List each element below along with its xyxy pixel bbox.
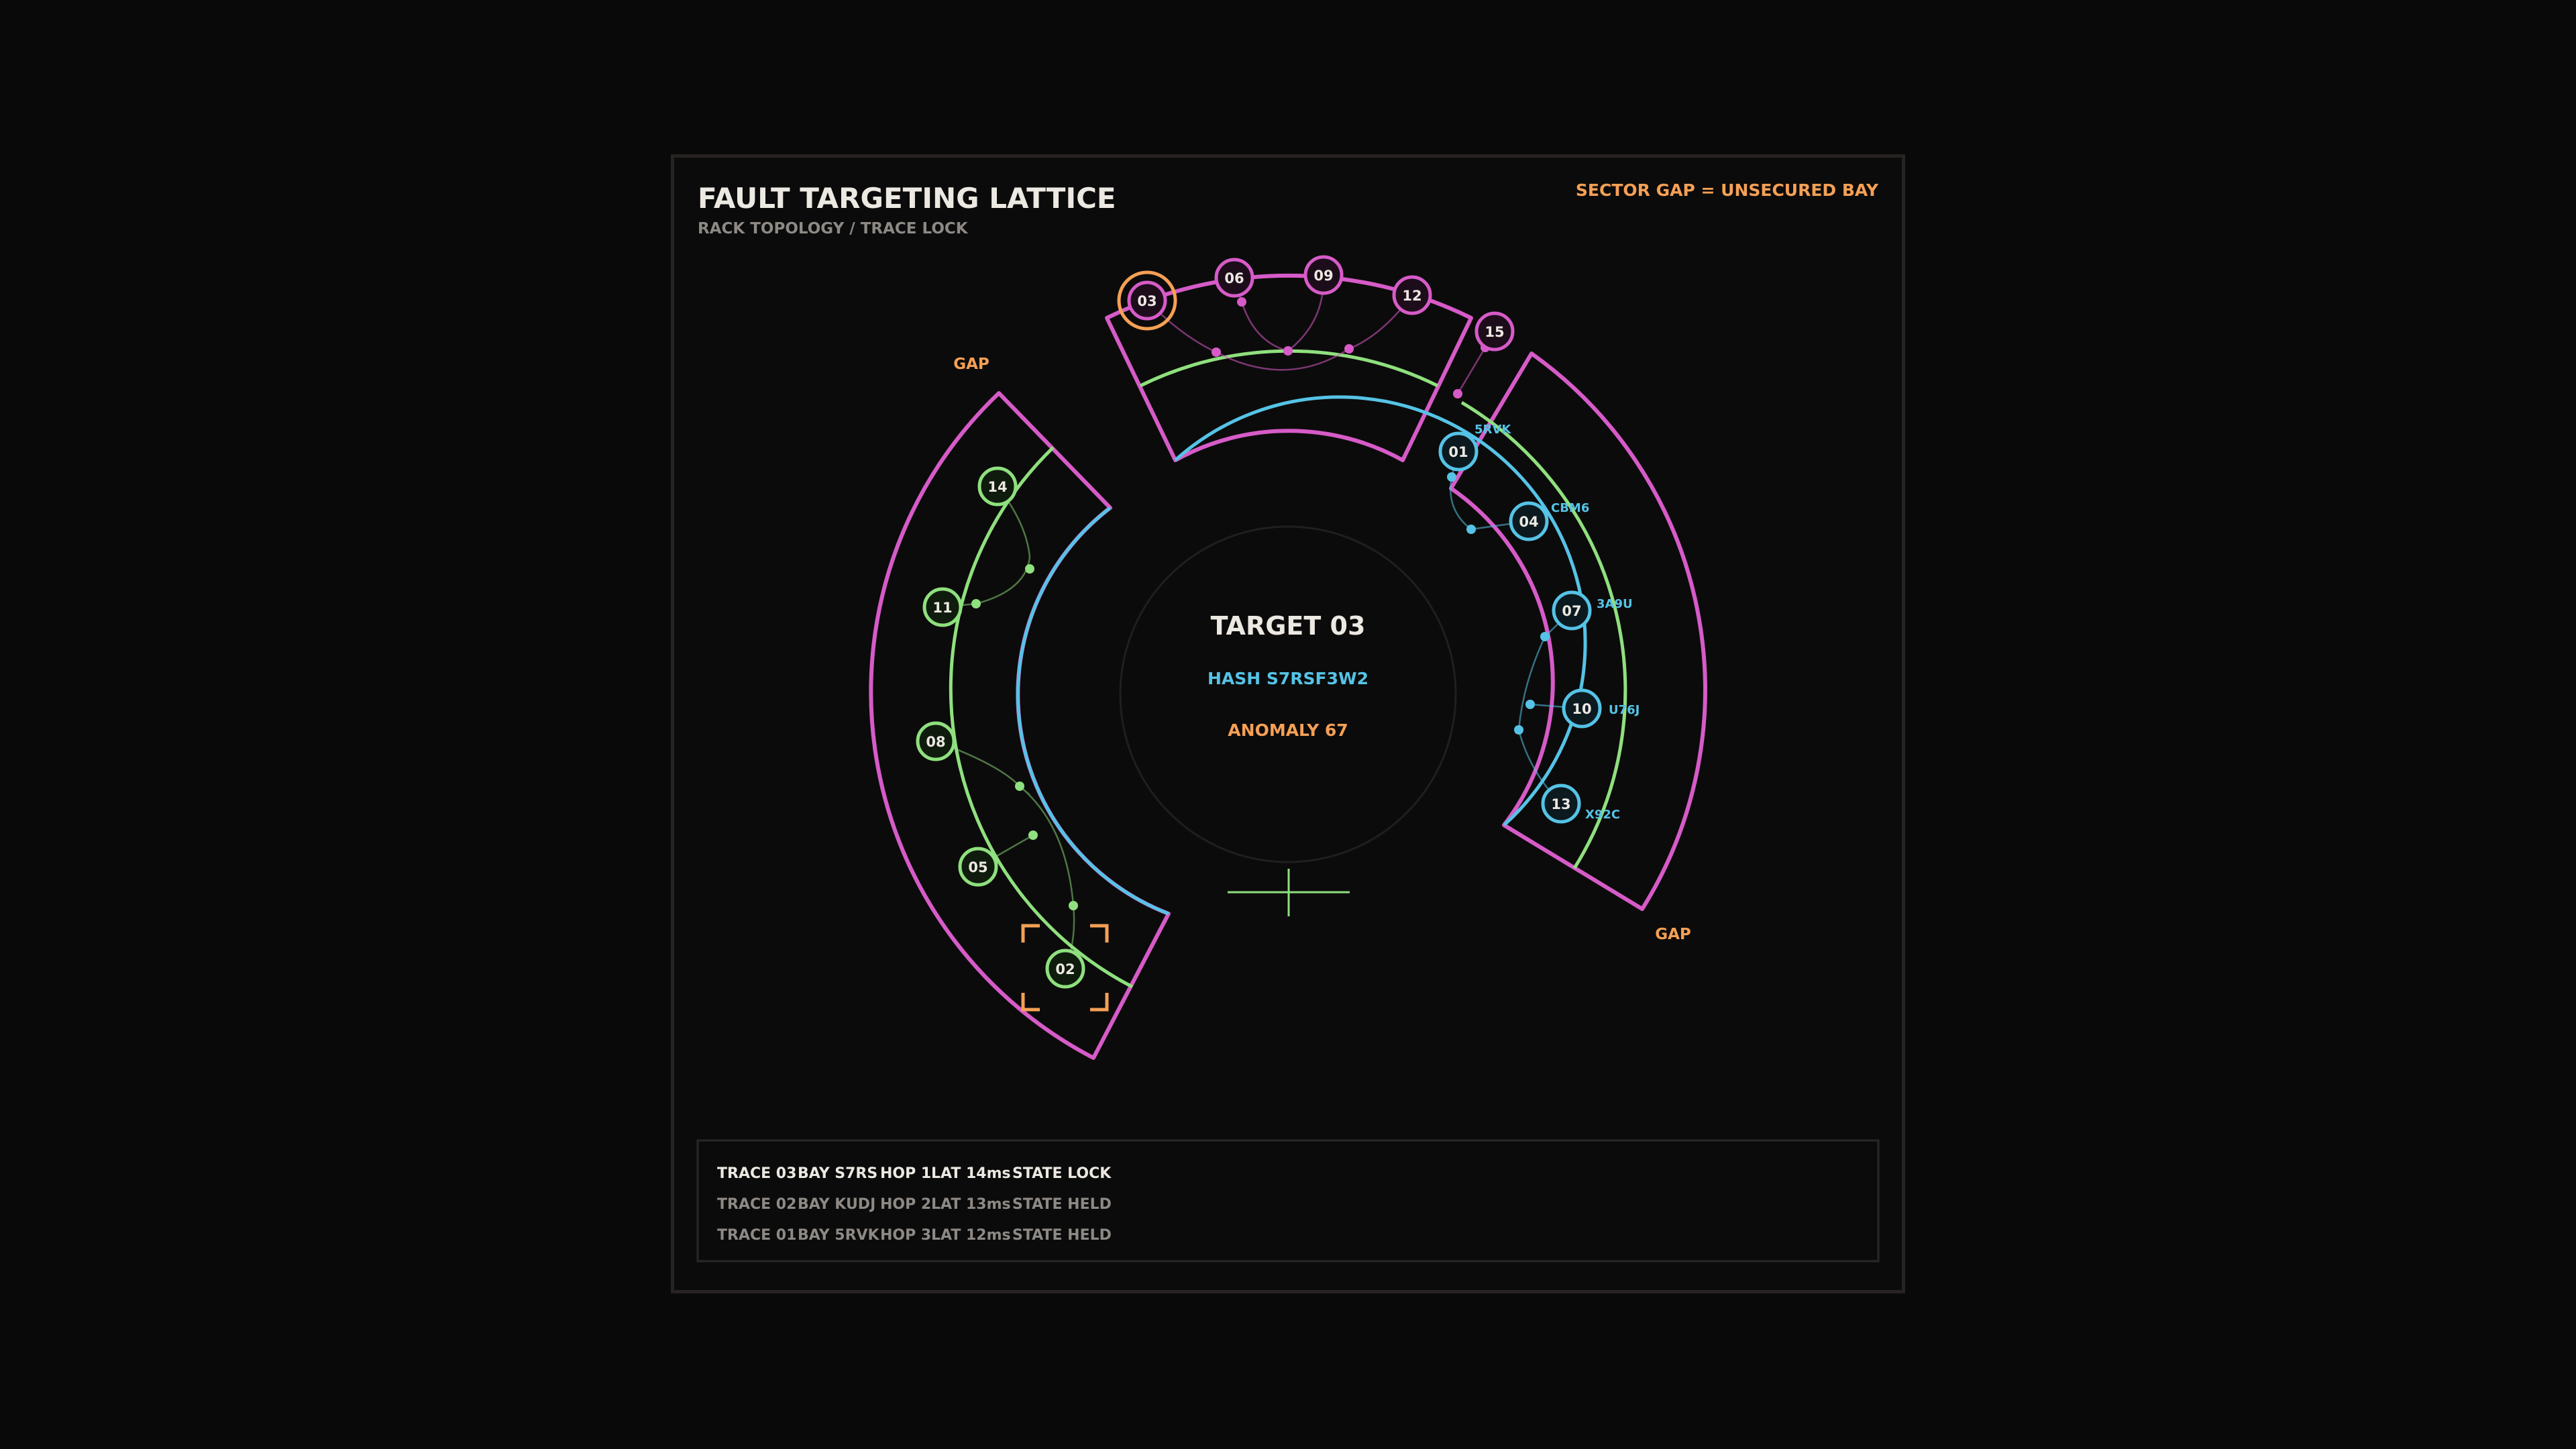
- ring-green-left: [949, 446, 1134, 989]
- svg-text:BAY 5RVK: BAY 5RVK: [798, 1227, 880, 1244]
- svg-text:02: 02: [1055, 961, 1075, 977]
- target-label: TARGET 03: [1211, 611, 1366, 641]
- svg-text:LAT 14ms: LAT 14ms: [931, 1165, 1011, 1182]
- svg-text:TRACE 01: TRACE 01: [717, 1227, 796, 1244]
- node-06[interactable]: 06: [1214, 258, 1254, 298]
- lock-ring-03: [1117, 270, 1177, 331]
- node-13[interactable]: 13: [1541, 784, 1581, 824]
- node-10[interactable]: 10: [1562, 688, 1602, 729]
- trace-row: TRACE 03 BAY S7RS HOP 1 LAT 14ms STATE L…: [717, 1165, 1112, 1182]
- node-tag-13: X92C: [1585, 808, 1620, 822]
- svg-text:LAT 12ms: LAT 12ms: [931, 1227, 1011, 1244]
- relay-dots-right: [1447, 472, 1550, 735]
- node-tag-10: U76J: [1609, 703, 1640, 717]
- svg-text:10: 10: [1572, 701, 1591, 717]
- node-02[interactable]: 02: [1045, 949, 1085, 989]
- trace-row: TRACE 02 BAY KUDJ HOP 2 LAT 13ms STATE H…: [717, 1196, 1112, 1213]
- node-15[interactable]: 15: [1474, 311, 1515, 352]
- hash-label: HASH S7RSF3W2: [1208, 669, 1368, 688]
- svg-text:14: 14: [987, 479, 1007, 495]
- sector-gap-legend: SECTOR GAP = UNSECURED BAY: [1576, 180, 1879, 200]
- node-11[interactable]: 11: [922, 587, 963, 627]
- target-core: [1119, 525, 1457, 863]
- ring-green-right: [1460, 400, 1627, 869]
- svg-text:06: 06: [1224, 270, 1244, 286]
- svg-text:11: 11: [932, 600, 952, 616]
- svg-text:STATE LOCK: STATE LOCK: [1012, 1165, 1112, 1182]
- node-05[interactable]: 05: [958, 847, 998, 887]
- svg-text:09: 09: [1313, 268, 1333, 284]
- node-tag-04: CBM6: [1551, 501, 1589, 515]
- trace-log: [696, 1139, 1880, 1263]
- relay-dots-left: [971, 564, 1078, 910]
- anomaly-label: ANOMALY 67: [1228, 720, 1348, 740]
- svg-text:05: 05: [968, 859, 987, 875]
- svg-text:HOP 3: HOP 3: [880, 1227, 931, 1244]
- ring-cyan-right: [1174, 395, 1587, 826]
- trace-links-left: [935, 486, 1075, 969]
- node-14[interactable]: 14: [977, 466, 1018, 506]
- svg-text:13: 13: [1551, 796, 1570, 812]
- ring-cyan-left: [1016, 506, 1169, 916]
- svg-text:HOP 1: HOP 1: [880, 1165, 931, 1182]
- svg-text:12: 12: [1402, 288, 1421, 304]
- lattice-panel: [671, 154, 1905, 1293]
- svg-text:04: 04: [1519, 514, 1538, 530]
- gap-label-left: GAP: [953, 356, 989, 373]
- node-04[interactable]: 04: [1509, 501, 1549, 541]
- node-01[interactable]: 01: [1438, 431, 1479, 472]
- node-09[interactable]: 09: [1303, 255, 1344, 295]
- node-tag-01: 5RVK: [1474, 423, 1511, 437]
- node-12[interactable]: 12: [1392, 275, 1432, 315]
- svg-text:01: 01: [1448, 444, 1468, 460]
- trace-row: TRACE 01 BAY 5RVK HOP 3 LAT 12ms STATE H…: [717, 1227, 1112, 1244]
- svg-text:03: 03: [1137, 293, 1157, 309]
- relay-dots-top: [1212, 297, 1490, 398]
- svg-text:TRACE 03: TRACE 03: [717, 1165, 796, 1182]
- selection-brackets-02: [1021, 924, 1109, 1012]
- svg-text:TRACE 02: TRACE 02: [717, 1196, 796, 1213]
- page-subtitle: RACK TOPOLOGY / TRACE LOCK: [698, 220, 969, 237]
- node-07[interactable]: 07: [1552, 590, 1592, 631]
- node-03[interactable]: 03: [1127, 280, 1167, 321]
- gap-label-right: GAP: [1655, 926, 1691, 943]
- svg-text:BAY KUDJ: BAY KUDJ: [798, 1196, 875, 1213]
- svg-text:STATE HELD: STATE HELD: [1012, 1227, 1112, 1244]
- ring-green-top: [1139, 349, 1439, 388]
- svg-text:BAY S7RS: BAY S7RS: [798, 1165, 877, 1182]
- svg-text:STATE HELD: STATE HELD: [1012, 1196, 1112, 1213]
- node-tag-07: 3A9U: [1597, 597, 1633, 611]
- svg-text:LAT 13ms: LAT 13ms: [931, 1196, 1011, 1213]
- page-title: FAULT TARGETING LATTICE: [698, 182, 1116, 215]
- svg-text:08: 08: [926, 734, 945, 750]
- node-08[interactable]: 08: [916, 721, 956, 761]
- sector-right-outline: [1449, 352, 1707, 911]
- svg-text:15: 15: [1485, 324, 1504, 340]
- svg-text:07: 07: [1562, 603, 1581, 619]
- svg-text:HOP 2: HOP 2: [880, 1196, 931, 1213]
